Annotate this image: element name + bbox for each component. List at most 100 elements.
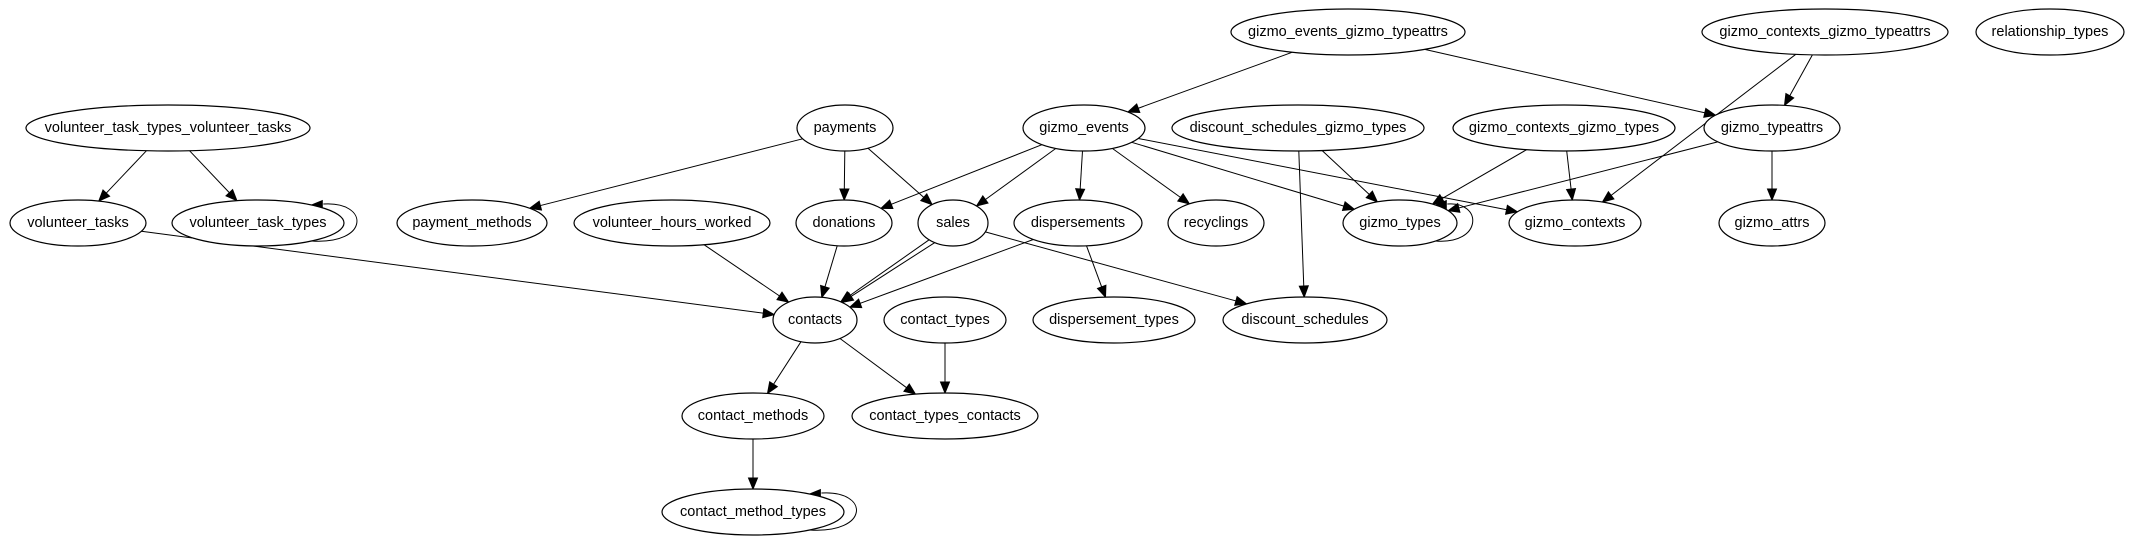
edge-line [859,239,1034,305]
nodes-layer: volunteer_task_types_volunteer_tasksvolu… [9,8,2125,536]
edges-layer [97,48,1813,531]
edge-gizmo_contexts_gizmo_types-to-gizmo_contexts [1565,150,1577,202]
node-ellipse [1230,8,1466,56]
node-sales: sales [917,199,989,247]
node-label: gizmo_events [1039,120,1128,136]
node-label: volunteer_task_types [189,215,326,231]
arrowhead-icon [762,307,776,319]
node-ellipse [681,392,825,440]
edge-gizmo_events_gizmo_typeattrs-to-gizmo_events [1126,51,1293,114]
arrowhead-icon [1783,92,1795,107]
edge-line [850,239,940,298]
node-gizmo-contexts-gizmo-types: gizmo_contexts_gizmo_types [1452,104,1676,152]
arrowhead-icon [1365,190,1379,203]
node-discount-schedules-gizmo-types: discount_schedules_gizmo_types [1171,104,1425,152]
edge-gizmo_events_gizmo_typeattrs-to-gizmo_typeattrs [1424,48,1717,118]
node-ellipse [883,296,1007,344]
node-ellipse [1975,8,2125,56]
arrowhead-icon [766,380,779,395]
node-label: donations [813,215,876,231]
edge-line [839,338,908,389]
node-volunteer-task-types-volunteer-tasks: volunteer_task_types_volunteer_tasks [25,104,311,152]
arrowhead-icon [1446,202,1461,213]
node-contact-types-contacts: contact_types_contacts [851,392,1039,440]
arrowhead-icon [528,200,543,211]
arrowhead-icon [820,284,831,299]
node-ellipse [1452,104,1676,152]
node-dispersement-types: dispersement_types [1032,296,1196,344]
edge-line [1566,150,1572,191]
edge-payments-to-sales [867,147,934,206]
node-label: volunteer_tasks [27,215,129,231]
edge-line [1079,150,1083,191]
arrowhead-icon [879,199,894,210]
node-ellipse [772,296,858,344]
edge-line [311,203,358,242]
edge-line [1435,203,1474,242]
node-gizmo-typeattrs: gizmo_typeattrs [1703,104,1841,152]
edge-line [1086,245,1103,288]
node-contact-types: contact_types [883,296,1007,344]
edge-gizmo_events-to-gizmo_contexts [1138,138,1519,215]
node-dispersements: dispersements [1013,199,1143,247]
node-contact-method-types: contact_method_types [661,488,845,536]
edge-gizmo_events-to-donations [879,144,1043,210]
arrowhead-icon [1176,192,1191,205]
node-ellipse [1032,296,1196,344]
edge-line [105,150,147,195]
arrowhead-icon [1565,188,1577,202]
edge-line [1609,53,1797,197]
node-label: dispersement_types [1049,312,1179,328]
edge-line [539,138,803,207]
node-label: payment_methods [412,215,531,231]
arrowhead-icon [776,291,790,303]
node-ellipse [1167,199,1265,247]
node-label: gizmo_contexts_gizmo_types [1469,120,1659,136]
node-label: gizmo_events_gizmo_typeattrs [1248,24,1448,40]
node-label: gizmo_attrs [1735,215,1810,231]
node-label: discount_schedules_gizmo_types [1190,120,1407,136]
node-ellipse [661,488,845,536]
edge-discount_schedules_gizmo_types-to-gizmo_types [1321,150,1379,203]
edge-sales-to-contacts [840,239,940,304]
node-relationship-types: relationship_types [1975,8,2125,56]
arrowhead-icon [939,381,951,395]
edge-dispersements-to-dispersement_types [1086,245,1107,299]
node-label: volunteer_task_types_volunteer_tasks [45,120,292,136]
edge-dispersements-to-contacts [848,239,1034,309]
node-label: payments [814,120,877,136]
node-ellipse [796,104,894,152]
node-discount-schedules: discount_schedules [1222,296,1388,344]
edge-gizmo_typeattrs-to-gizmo_types [1446,141,1718,213]
node-gizmo-contexts-gizmo-typeattrs: gizmo_contexts_gizmo_typeattrs [1701,8,1949,56]
node-recyclings: recyclings [1167,199,1265,247]
node-contacts: contacts [772,296,858,344]
edge-line [1112,147,1182,199]
edge-line [1321,150,1371,196]
edge-line [1457,141,1718,209]
arrowhead-icon [1074,188,1086,202]
arrowhead-icon [903,383,917,395]
node-ellipse [1342,199,1458,247]
edge-line [189,150,231,194]
edge-line [1440,149,1527,200]
edge-volunteer_hours_worked-to-contacts [703,244,790,303]
edge-line [1298,150,1305,288]
edge-volunteer_task_types_volunteer_tasks-to-volunteer_tasks [97,150,147,203]
edge-line [703,244,781,297]
node-label: sales [936,215,970,231]
node-gizmo-types: gizmo_types [1342,199,1458,247]
edge-gizmo_contexts_gizmo_typeattrs-to-gizmo_contexts [1601,53,1797,203]
node-payment-methods: payment_methods [396,199,548,247]
node-label: volunteer_hours_worked [593,215,752,231]
node-label: gizmo_types [1359,215,1440,231]
edge-sales-to-discount_schedules [985,231,1248,306]
arrowhead-icon [848,298,863,309]
arrowhead-icon [919,193,934,206]
node-label: discount_schedules [1241,312,1368,328]
edge-gizmo_events-to-sales [975,147,1057,207]
edge-gizmo_events-to-gizmo_types [1131,141,1356,211]
arrowhead-icon [97,189,111,203]
node-label: gizmo_typeattrs [1721,120,1823,136]
node-ellipse [1022,104,1146,152]
